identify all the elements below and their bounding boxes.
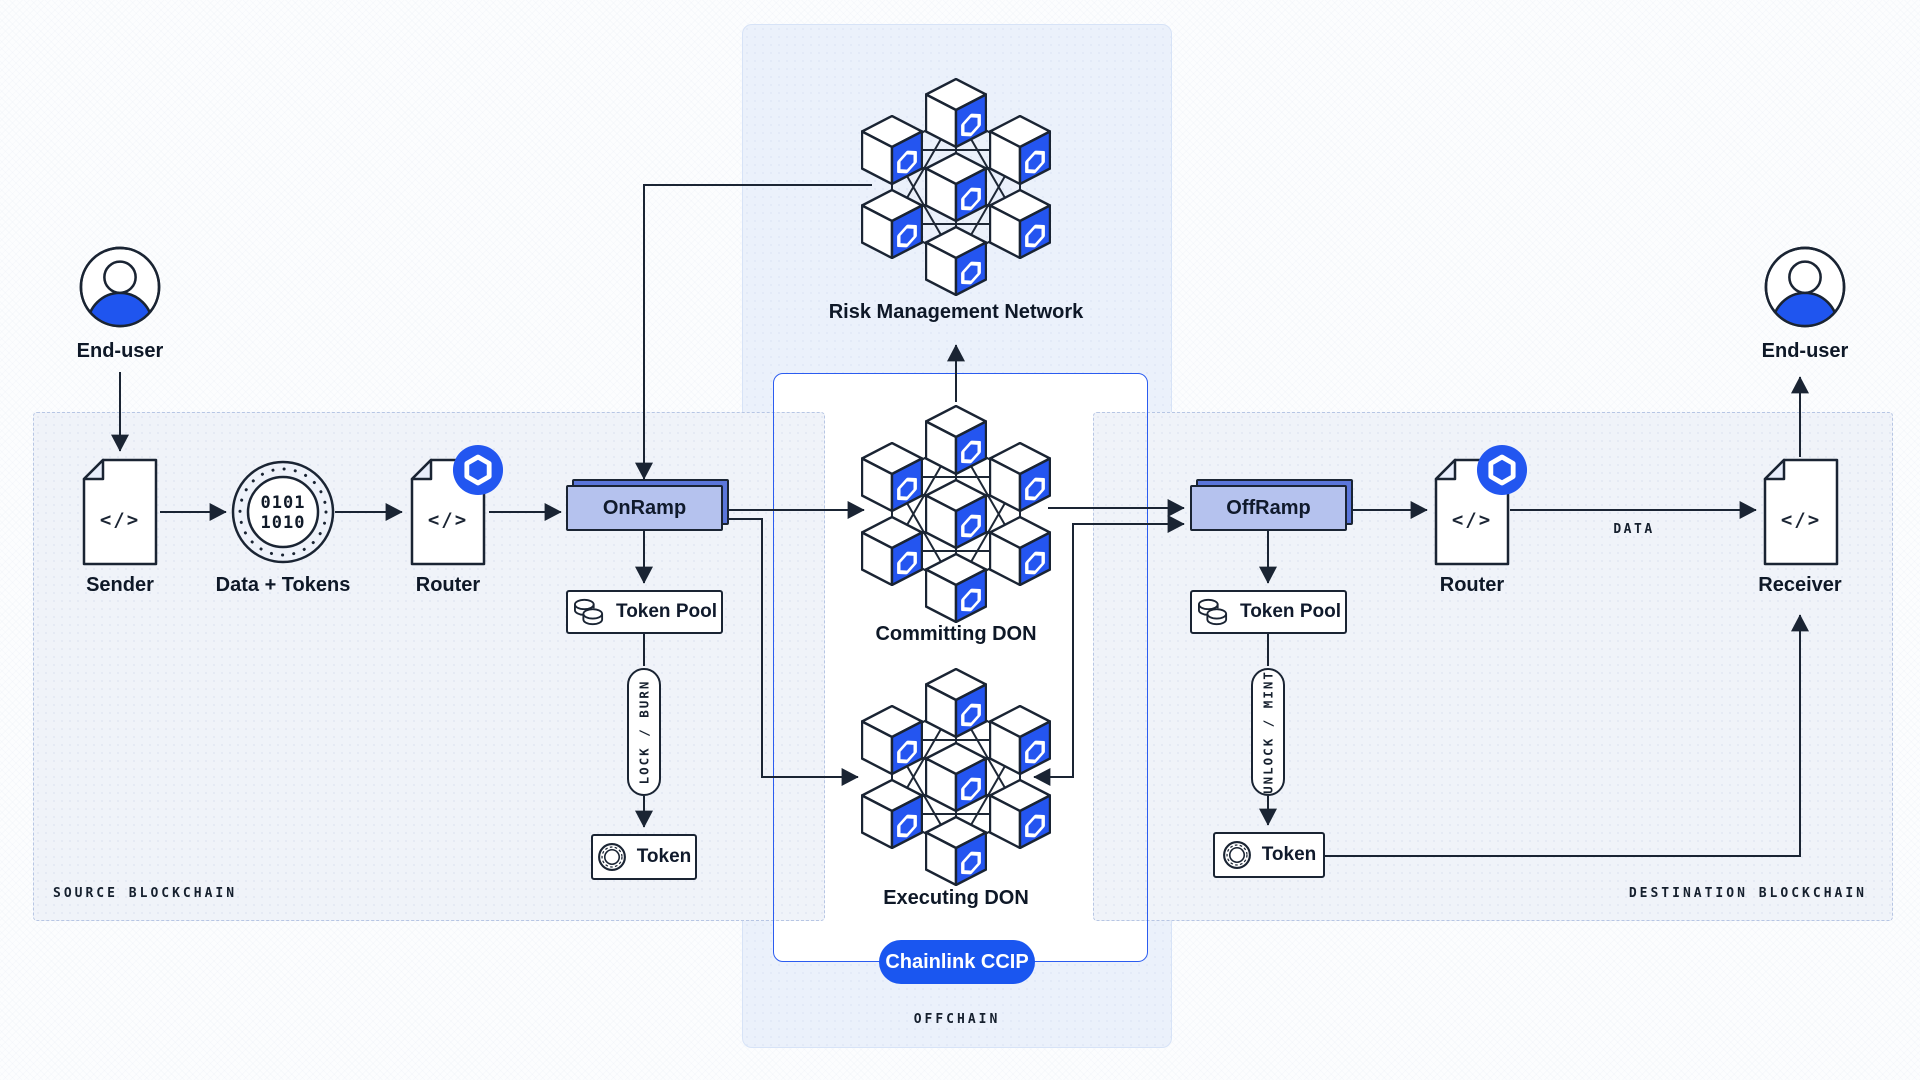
end-user-icon: [1763, 245, 1847, 329]
data-tokens-coin-icon: 0101 1010: [231, 460, 335, 564]
offchain-label: OFFCHAIN: [913, 1012, 1001, 1027]
bits-line-1: 0101: [261, 493, 306, 513]
executing-don-icon: [861, 668, 1051, 886]
onramp-label: OnRamp: [566, 485, 723, 531]
data-edge-label: DATA: [1613, 522, 1655, 537]
chainlink-badge-icon: [452, 444, 504, 496]
bits-line-2: 1010: [261, 513, 306, 533]
receiver-label: Receiver: [1758, 574, 1842, 596]
token-coin-icon: [1222, 840, 1252, 870]
lock-burn-pill: LOCK / BURN: [627, 668, 661, 796]
token-destination-box: Token: [1213, 832, 1325, 878]
offramp-box: OffRamp: [1190, 479, 1353, 531]
coin-stack-icon: [1196, 597, 1230, 627]
token-pool-source-label: Token Pool: [616, 601, 717, 622]
router-document-icon: </>: [1434, 458, 1510, 566]
end-user-label: End-user: [1761, 340, 1849, 362]
token-source-label: Token: [636, 846, 692, 867]
unlock-mint-pill: UNLOCK / MINT: [1251, 668, 1285, 796]
sender-code-glyph: </>: [100, 509, 140, 531]
end-user-label: End-user: [76, 340, 164, 362]
source-blockchain-label: SOURCE BLOCKCHAIN: [53, 886, 238, 901]
data-tokens-label: Data + Tokens: [215, 574, 351, 596]
unlock-mint-label: UNLOCK / MINT: [1260, 670, 1276, 794]
lock-burn-label: LOCK / BURN: [636, 679, 652, 785]
token-pool-destination-label: Token Pool: [1240, 601, 1341, 622]
router-code-glyph: </>: [1452, 509, 1492, 531]
executing-don-label: Executing DON: [883, 887, 1029, 909]
token-destination-label: Token: [1261, 844, 1317, 865]
committing-don-label: Committing DON: [875, 623, 1037, 645]
router-destination-label: Router: [1439, 574, 1505, 596]
router-code-glyph: </>: [428, 509, 468, 531]
token-pool-source-box: Token Pool: [566, 590, 723, 634]
token-pool-destination-box: Token Pool: [1190, 590, 1347, 634]
committing-don-icon: [861, 405, 1051, 623]
sender-label: Sender: [86, 574, 154, 596]
onramp-box: OnRamp: [566, 479, 729, 531]
receiver-document-icon: </>: [1763, 458, 1839, 566]
chainlink-ccip-badge: Chainlink CCIP: [879, 940, 1035, 984]
sender-document-icon: </>: [82, 458, 158, 566]
token-coin-icon: [597, 842, 627, 872]
router-document-icon: </>: [410, 458, 486, 566]
offramp-label: OffRamp: [1190, 485, 1347, 531]
coin-stack-icon: [572, 597, 606, 627]
receiver-code-glyph: </>: [1781, 509, 1821, 531]
destination-blockchain-label: DESTINATION BLOCKCHAIN: [1628, 886, 1867, 901]
risk-management-network-label: Risk Management Network: [828, 301, 1084, 323]
risk-management-network-icon: [861, 78, 1051, 296]
router-source-label: Router: [415, 574, 481, 596]
token-source-box: Token: [591, 834, 697, 880]
chainlink-badge-icon: [1476, 444, 1528, 496]
end-user-icon: [78, 245, 162, 329]
